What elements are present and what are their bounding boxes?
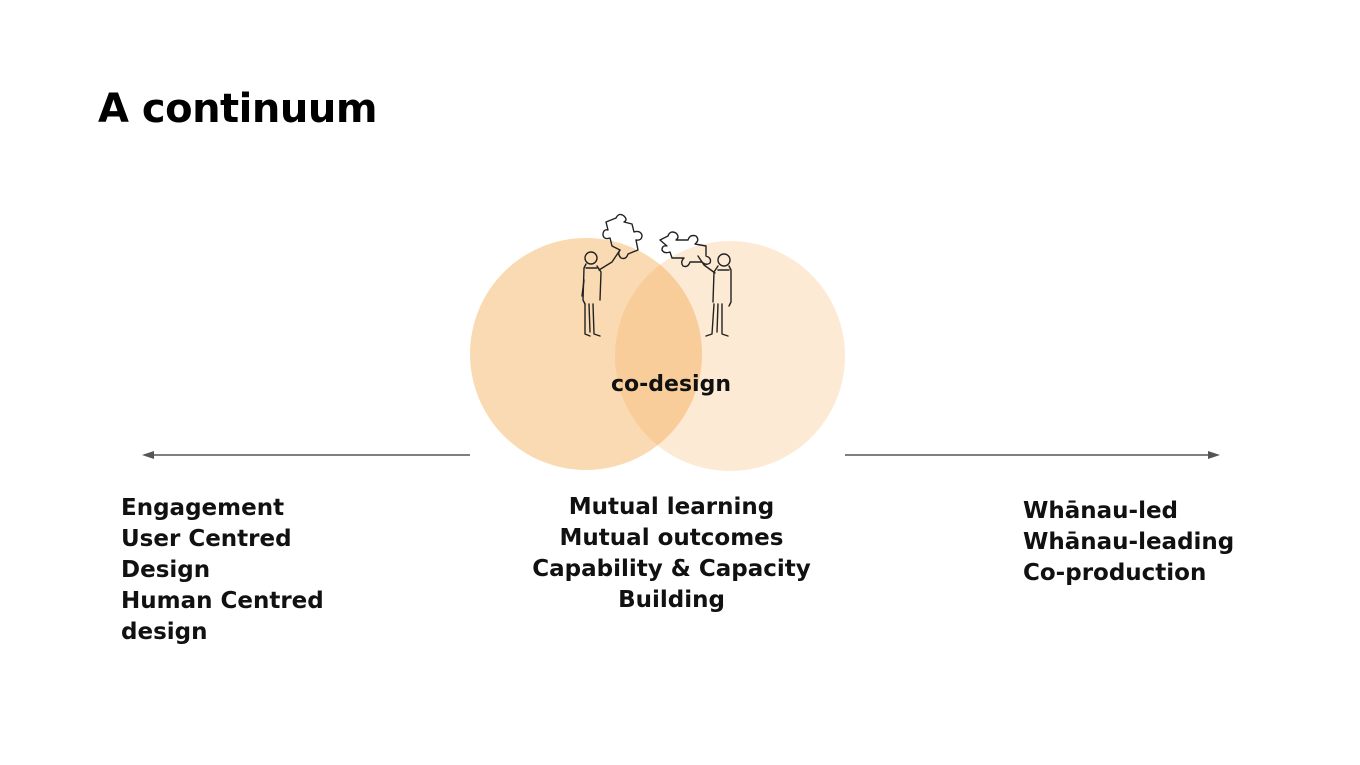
slide-title: A continuum bbox=[98, 86, 378, 132]
right-item: Co-production bbox=[1023, 560, 1207, 586]
left-item: design bbox=[121, 619, 208, 645]
puzzle-piece-icon bbox=[659, 231, 712, 268]
right-item: Whānau-leading bbox=[1023, 529, 1235, 555]
puzzle-piece-icon bbox=[602, 213, 643, 260]
left-item: Design bbox=[121, 557, 211, 583]
person-holding-puzzle-piece-icon bbox=[697, 253, 732, 337]
person-holding-puzzle-piece-icon bbox=[581, 249, 621, 337]
middle-item: Building bbox=[618, 587, 725, 613]
left-arrow bbox=[142, 451, 470, 459]
middle-text-block: Mutual learning Mutual outcomes Capabili… bbox=[520, 492, 823, 616]
left-text-block: Engagement User Centred Design Human Cen… bbox=[121, 493, 324, 648]
middle-item: Mutual learning bbox=[568, 494, 775, 520]
right-item: Whānau-led bbox=[1023, 498, 1179, 524]
middle-item: Mutual outcomes bbox=[559, 525, 784, 551]
left-item: Engagement bbox=[121, 495, 285, 521]
middle-item: Capability & Capacity bbox=[532, 556, 811, 582]
co-design-label: co-design bbox=[610, 372, 731, 397]
left-item: Human Centred bbox=[121, 588, 324, 614]
right-arrow bbox=[845, 451, 1220, 459]
right-text-block: Whānau-led Whānau-leading Co-production bbox=[1023, 496, 1234, 589]
left-item: User Centred bbox=[121, 526, 292, 552]
overlap-region bbox=[615, 241, 702, 470]
